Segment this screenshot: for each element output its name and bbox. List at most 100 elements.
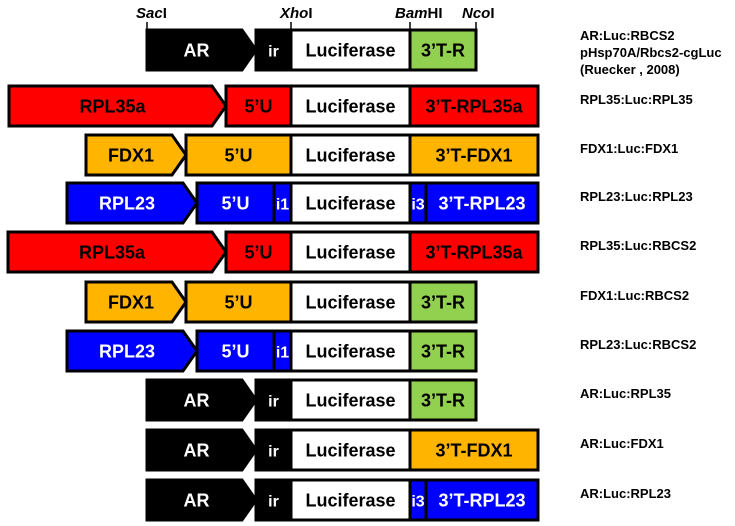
- promoter-arrow: [65, 181, 199, 225]
- intron-label: ir: [268, 494, 279, 511]
- luciferase-label: Luciferase: [305, 41, 395, 61]
- terminator-label: 3’T-FDX1: [435, 441, 512, 461]
- site-italic: Sac: [136, 5, 163, 22]
- promoter-arrow: [145, 428, 258, 472]
- construct-row: ir Luciferase i3 3’T-RPL23 AR AR:Luc:RPL23: [145, 478, 671, 522]
- terminator-label: 3’T-R: [421, 391, 465, 411]
- construct-name: RPL23:Luc:RPL23: [580, 189, 693, 204]
- promoter-arrow: [6, 230, 228, 274]
- promoter-label: RPL35a: [79, 243, 146, 263]
- luciferase-label: Luciferase: [305, 194, 395, 214]
- luciferase-block: [289, 84, 412, 128]
- promoter-label: RPL35a: [79, 97, 146, 117]
- terminator-label: 3’T-R: [421, 342, 465, 362]
- promoter-label: AR: [184, 41, 210, 61]
- terminator-label: 3’T-FDX1: [435, 146, 512, 166]
- construct-name: AR:Luc:RBCS2: [580, 28, 675, 43]
- terminator-block: [408, 378, 478, 422]
- terminator-block: [408, 428, 540, 472]
- intron-label: ir: [268, 444, 279, 461]
- construct-name: pHsp70A/Rbcs2-cgLuc: [580, 45, 722, 60]
- terminator-block: [408, 280, 478, 324]
- construct-name: AR:Luc:FDX1: [580, 436, 664, 451]
- utr-block: [195, 181, 276, 225]
- intron-block: [254, 28, 293, 72]
- luciferase-label: Luciferase: [305, 491, 395, 511]
- promoter-arrow: [65, 329, 199, 373]
- luciferase-label: Luciferase: [305, 146, 395, 166]
- site-roman: I: [308, 5, 312, 22]
- site-italic: Nco: [462, 5, 490, 22]
- intron-block: [254, 378, 293, 422]
- promoter-label: RPL23: [99, 342, 155, 362]
- restriction-site-label: NcoI: [462, 5, 495, 22]
- utr-label: 5’U: [224, 146, 252, 166]
- promoter-arrow: [145, 478, 258, 522]
- terminator-block: [424, 181, 540, 225]
- site-roman: HI: [428, 5, 443, 22]
- construct-name: (Ruecker , 2008): [580, 62, 680, 77]
- luciferase-label: Luciferase: [305, 391, 395, 411]
- restriction-site-label: XhoI: [279, 5, 313, 22]
- site-italic: Xho: [279, 5, 308, 22]
- promoter-label: AR: [184, 441, 210, 461]
- luciferase-block: [289, 329, 412, 373]
- luciferase-label: Luciferase: [305, 243, 395, 263]
- construct-name: RPL35:Luc:RPL35: [580, 92, 693, 107]
- restriction-site-label: BamHI: [395, 5, 443, 22]
- intron-label: i1: [276, 197, 289, 214]
- utr-label: 5’U: [244, 243, 272, 263]
- site-italic: Bam: [395, 5, 428, 22]
- site-roman: I: [163, 5, 167, 22]
- promoter-arrow: [145, 378, 258, 422]
- promoter-label: AR: [184, 391, 210, 411]
- construct-row: ir Luciferase 3’T-R AR AR:Luc:RBCS2 pHsp70A/R…: [145, 28, 722, 77]
- utr-label: 5’U: [221, 342, 249, 362]
- construct-name: FDX1:Luc:FDX1: [580, 141, 678, 156]
- terminator-block: [408, 84, 540, 128]
- intron-label: ir: [268, 44, 279, 61]
- luciferase-block: [289, 230, 412, 274]
- construct-name: AR:Luc:RPL23: [580, 486, 671, 501]
- promoter-label: FDX1: [108, 293, 154, 313]
- terminator-block: [424, 478, 540, 522]
- construct-name: FDX1:Luc:RBCS2: [580, 288, 689, 303]
- construct-name: RPL35:Luc:RBCS2: [580, 238, 696, 253]
- restriction-site-label: SacI: [136, 5, 167, 22]
- luciferase-label: Luciferase: [305, 293, 395, 313]
- promoter-label: AR: [184, 491, 210, 511]
- luciferase-block: [289, 181, 412, 225]
- utr-block: [224, 230, 293, 274]
- terminator-label: 3’T-R: [421, 41, 465, 61]
- terminator-block: [408, 230, 540, 274]
- terminator-label: 3’T-R: [421, 293, 465, 313]
- luciferase-label: Luciferase: [305, 441, 395, 461]
- promoter-arrow: [7, 84, 228, 128]
- construct-name: RPL23:Luc:RBCS2: [580, 337, 696, 352]
- terminator-label: 3’T-RPL23: [438, 491, 525, 511]
- luciferase-block: [289, 478, 412, 522]
- terminator-block: [408, 133, 540, 177]
- construct-name: AR:Luc:RPL35: [580, 386, 671, 401]
- promoter-arrow: [145, 28, 258, 72]
- terminator-block: [408, 329, 478, 373]
- promoter-arrow: [84, 280, 188, 324]
- utr-label: 5’U: [221, 194, 249, 214]
- site-roman: I: [490, 5, 494, 22]
- promoter-arrow: [84, 133, 188, 177]
- intron3-label: i3: [411, 197, 424, 214]
- luciferase-label: Luciferase: [305, 97, 395, 117]
- terminator-label: 3’T-RPL23: [438, 194, 525, 214]
- terminator-block: [408, 28, 478, 72]
- intron3-label: i3: [411, 494, 424, 511]
- utr-block: [195, 329, 276, 373]
- luciferase-label: Luciferase: [305, 342, 395, 362]
- luciferase-block: [289, 28, 412, 72]
